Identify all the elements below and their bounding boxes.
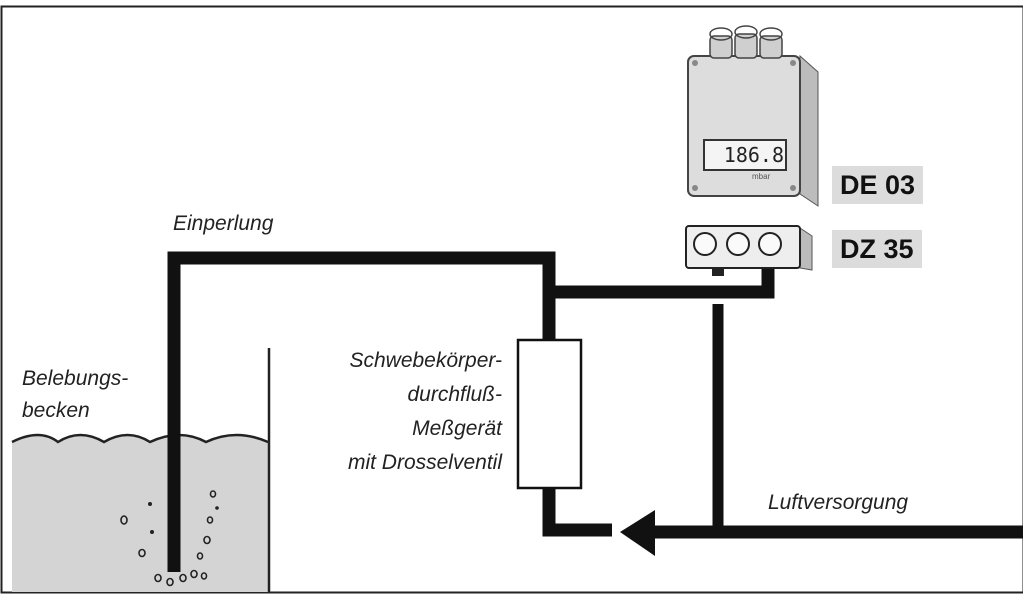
lcd-value: 186.8 — [723, 143, 784, 167]
flowmeter-label-line4: mit Drosselventil — [347, 451, 502, 474]
throttle-valve-icon — [620, 510, 655, 556]
flowmeter-label-line1: Schwebekörper- — [349, 349, 502, 372]
tank-water — [12, 435, 268, 592]
air-bubbles — [120, 490, 217, 587]
lcd-display — [703, 139, 787, 171]
sensor-pipe — [549, 268, 775, 299]
water-surface — [11, 433, 269, 444]
dz35-unit — [685, 225, 813, 276]
luftversorgung-label: Luftversorgung — [768, 491, 909, 514]
de03-tag: DE 03 — [832, 166, 924, 204]
flowmeter-label-line2: durchfluß- — [407, 383, 502, 406]
brand-text: mbar — [752, 172, 771, 181]
flowmeter-body — [516, 338, 583, 490]
einperlung-label: Einperlung — [173, 212, 274, 235]
flowmeter-label-line3: Meßgerät — [412, 417, 502, 440]
cable-glands — [709, 33, 783, 59]
dz35-tag: DZ 35 — [832, 230, 922, 268]
dz35-ports — [693, 232, 782, 256]
tank-label-line1: Belebungs- — [22, 367, 129, 390]
diagram-frame — [0, 5, 1023, 594]
de03-housing — [687, 25, 819, 207]
flowmeter-outlet-pipe — [542, 488, 612, 537]
tank-label-line2: becken — [22, 399, 90, 422]
einperlung-pipe — [167, 251, 556, 572]
